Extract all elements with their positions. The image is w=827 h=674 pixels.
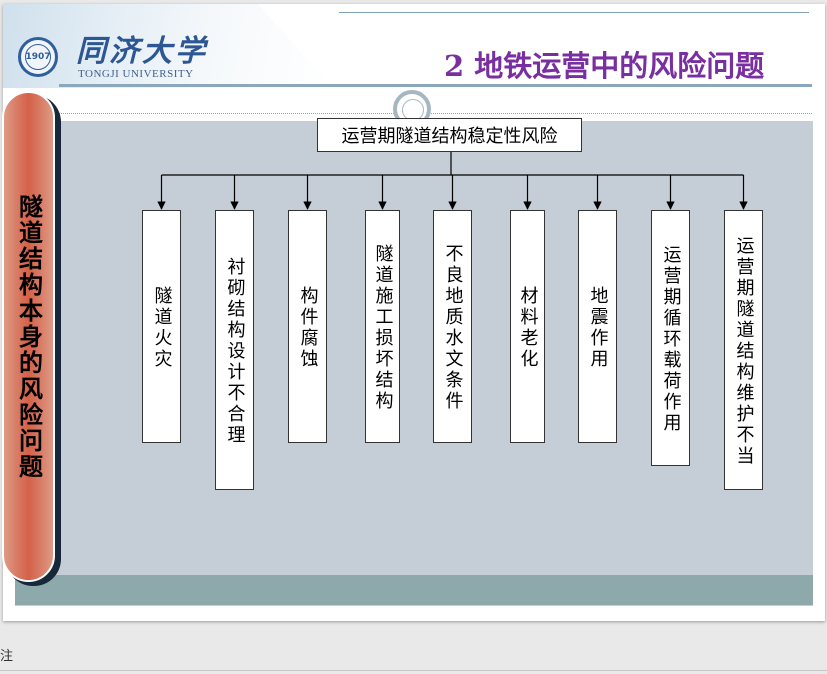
dotted-divider: [59, 113, 812, 114]
leaf-node: 运营期循环载荷作用: [651, 210, 690, 466]
slide-title: 2 地铁运营中的风险问题: [444, 49, 765, 83]
leaf-node-label: 构件腐蚀: [297, 286, 319, 370]
leaf-node-label: 隧道施工损坏结构: [372, 244, 394, 412]
leaf-node-label: 运营期隧道结构维护不当: [733, 236, 755, 467]
sidebar-label: 隧道结构本身的风险问题: [14, 193, 44, 480]
notes-divider: [0, 670, 827, 671]
leaf-node: 隧道火灾: [142, 210, 181, 443]
sidebar-pill: 隧道结构本身的风险问题: [2, 91, 55, 582]
panel-footer-band: [15, 575, 813, 605]
leaf-node-label: 隧道火灾: [151, 286, 173, 370]
leaf-node: 运营期隧道结构维护不当: [724, 210, 763, 490]
leaf-node: 材料老化: [510, 210, 545, 443]
leaf-node-label: 衬砌结构设计不合理: [224, 257, 246, 446]
title-rule: [59, 84, 812, 87]
logo-chinese: 同济大学: [76, 34, 208, 69]
university-seal-icon: 1907: [18, 37, 58, 77]
leaf-node: 隧道施工损坏结构: [365, 210, 400, 443]
leaf-node: 构件腐蚀: [288, 210, 327, 443]
root-node-label: 运营期隧道结构稳定性风险: [341, 126, 558, 147]
leaf-node-label: 材料老化: [517, 286, 539, 370]
leaf-node-label: 地震作用: [587, 286, 609, 370]
leaf-node: 地震作用: [578, 210, 617, 443]
notes-label: 注: [0, 649, 14, 664]
top-divider: [339, 12, 809, 13]
leaf-node: 不良地质水文条件: [433, 210, 472, 443]
logo-english: TONGJI UNIVERSITY: [78, 68, 194, 80]
leaf-node: 衬砌结构设计不合理: [215, 210, 254, 490]
leaf-node-label: 不良地质水文条件: [442, 244, 464, 412]
leaf-node-label: 运营期循环载荷作用: [660, 245, 682, 434]
root-node: 运营期隧道结构稳定性风险: [317, 118, 582, 152]
